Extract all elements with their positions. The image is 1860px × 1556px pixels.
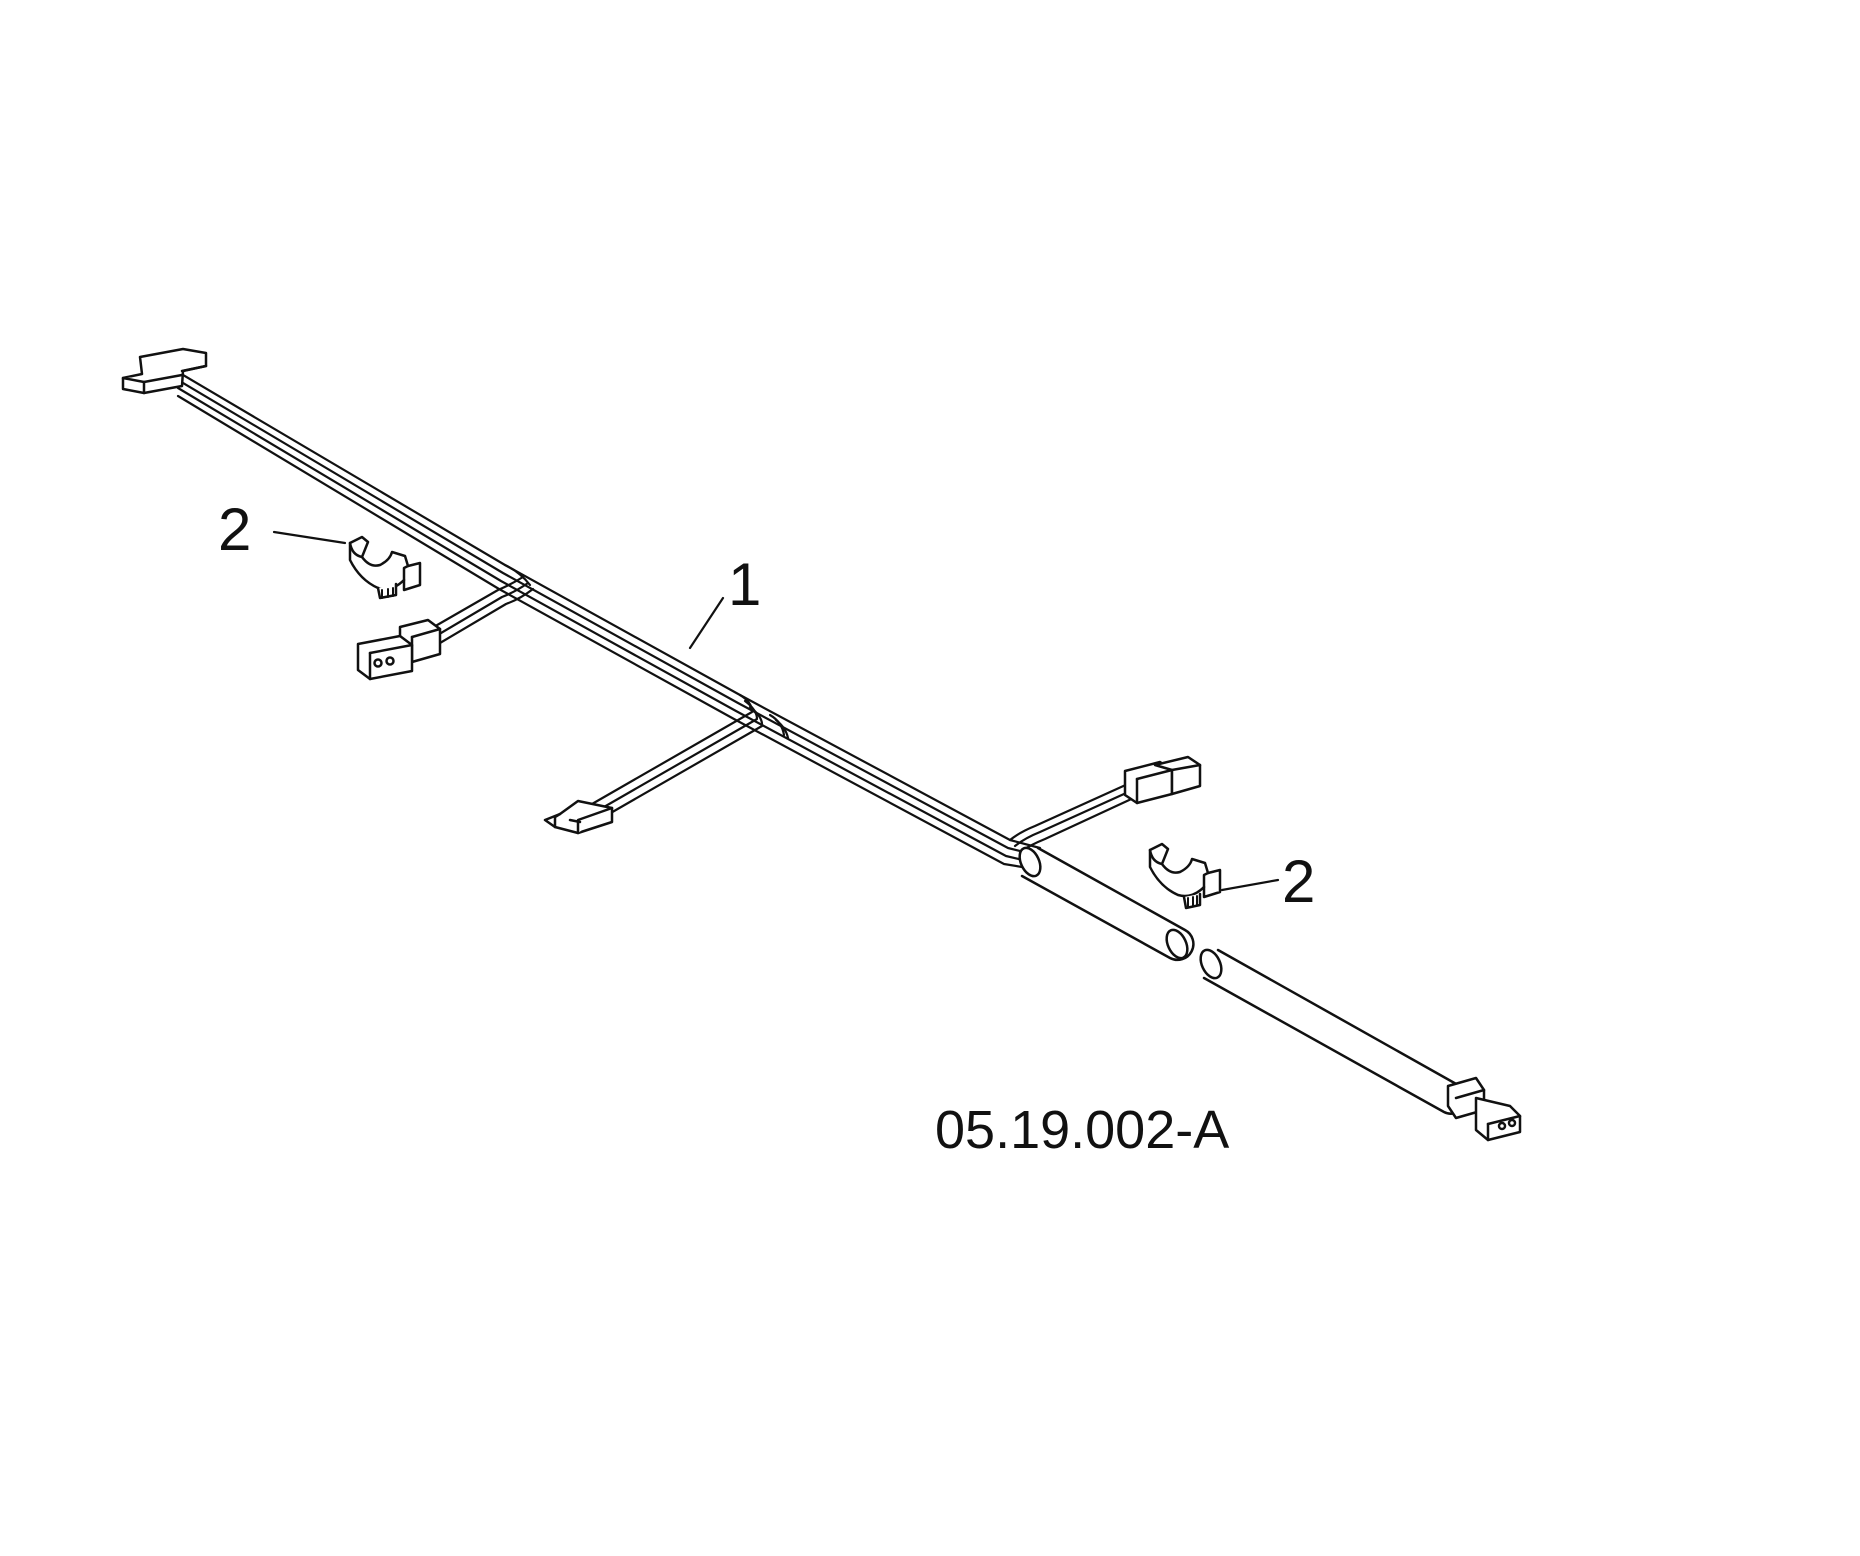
callout-1-label: 1 xyxy=(728,551,762,618)
branch-center xyxy=(590,693,790,820)
sleeve-upper xyxy=(1018,846,1195,962)
callout-2-left-label: 2 xyxy=(218,496,252,563)
connector-top-left xyxy=(121,347,208,395)
clip-upper-left xyxy=(348,535,422,600)
connector-bottom-right xyxy=(1446,1076,1522,1142)
connector-center-flat xyxy=(543,799,614,835)
sleeve-lower xyxy=(1199,948,1468,1115)
figure-id: 05.19.002-A xyxy=(935,1100,1230,1160)
branch-left-upper xyxy=(430,563,535,645)
leader-lines xyxy=(272,530,1280,892)
connector-left-upper xyxy=(356,618,442,681)
leader-2-left xyxy=(272,530,347,545)
leader-1 xyxy=(688,596,725,650)
connector-right-upper xyxy=(1123,755,1202,805)
leader-2-right xyxy=(1220,878,1280,892)
branch-right xyxy=(1008,781,1142,854)
clip-lower-right xyxy=(1148,842,1222,910)
callout-2-right-label: 2 xyxy=(1282,848,1316,915)
